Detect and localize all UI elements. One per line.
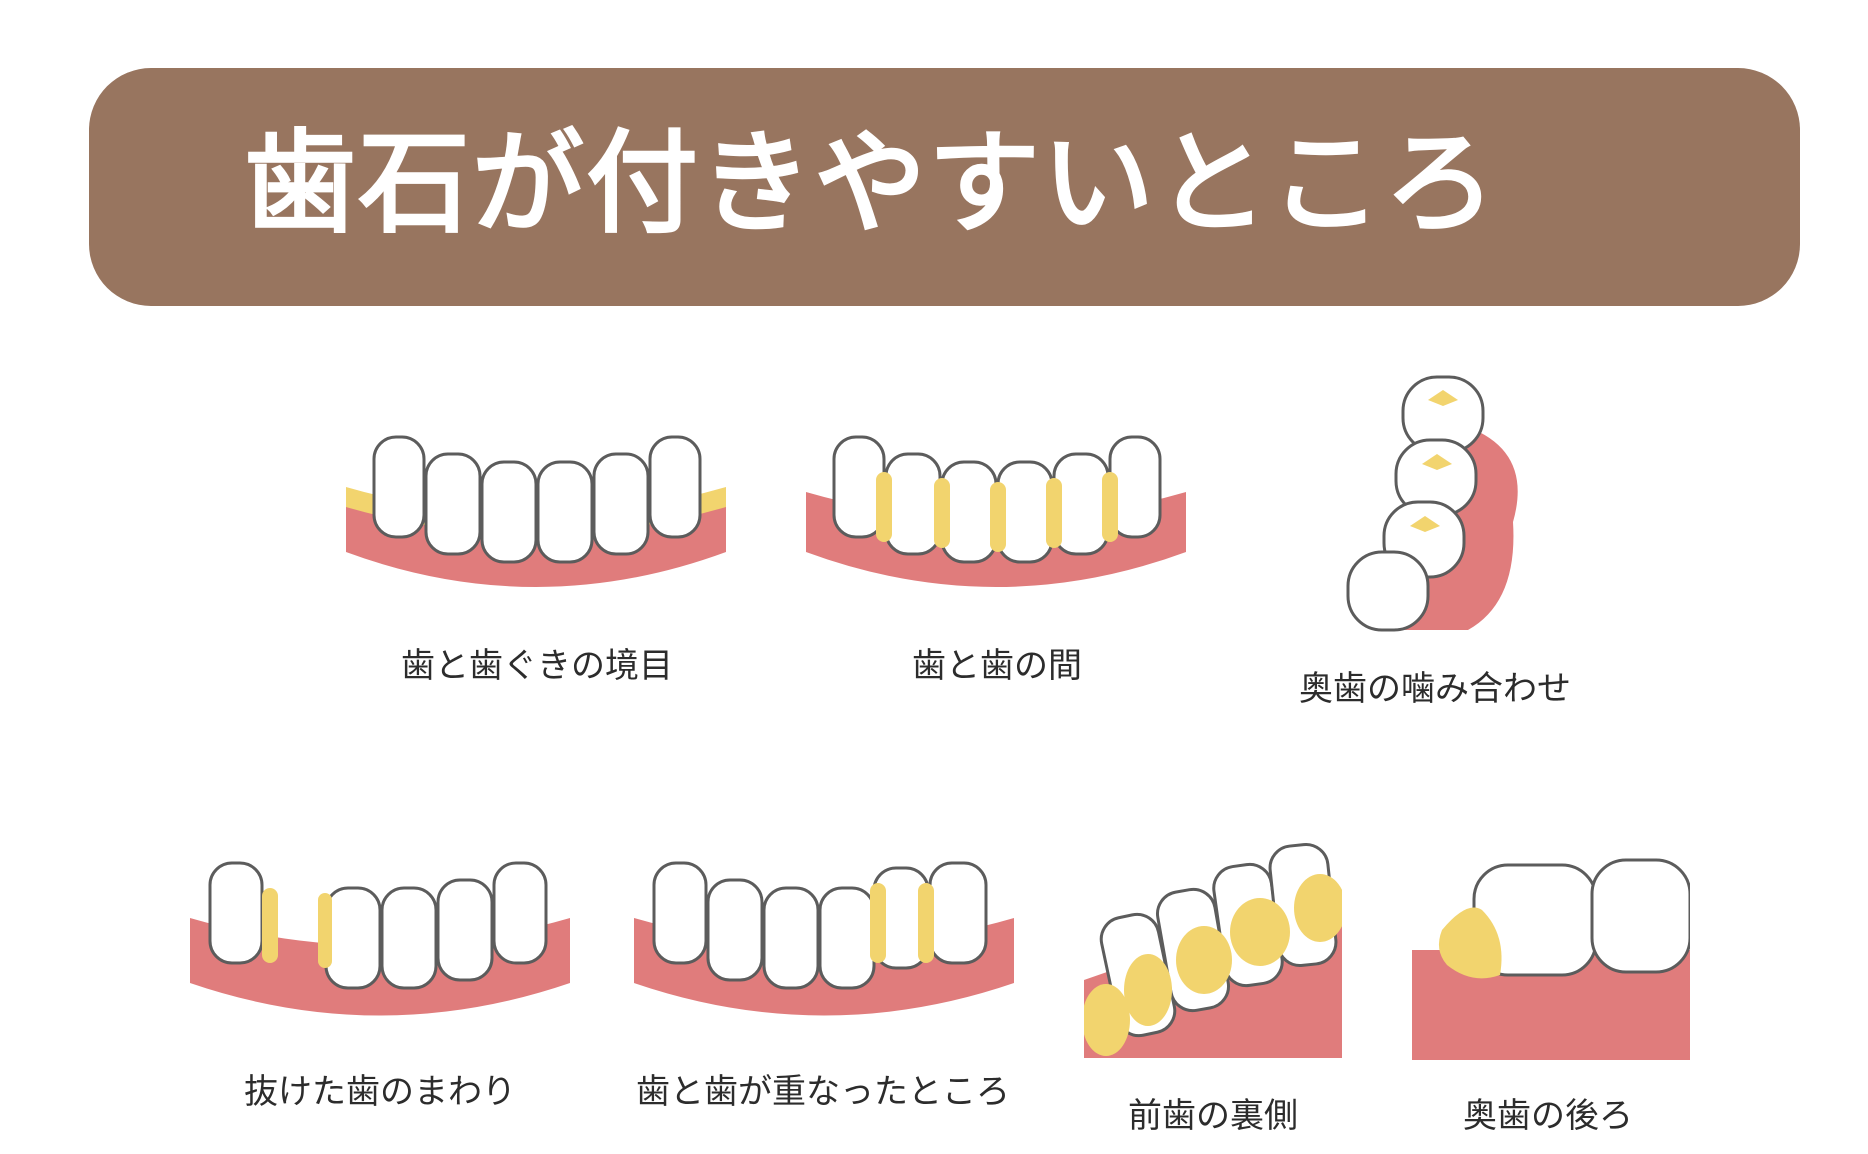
caption-molar-occlusal: 奥歯の噛み合わせ [1299, 669, 1571, 709]
overlapping-teeth-tartar-icon [634, 861, 1014, 1016]
caption-gumline: 歯と歯ぐきの境目 [401, 646, 673, 686]
molar-occlusal-tartar-icon [1346, 375, 1518, 632]
caption-front-teeth-back: 前歯の裏側 [1128, 1096, 1298, 1136]
missing-tooth-tartar-icon [190, 861, 570, 1016]
caption-back-molar: 奥歯の後ろ [1463, 1096, 1633, 1136]
back-molar-tartar-icon [1412, 858, 1690, 1060]
caption-missing-tooth: 抜けた歯のまわり [244, 1072, 516, 1112]
lower-teeth-gumline-tartar-icon [346, 435, 726, 587]
front-teeth-back-tartar-icon [1084, 842, 1342, 1058]
caption-overlapping-teeth: 歯と歯が重なったところ [636, 1072, 1010, 1112]
lower-teeth-interdental-tartar-icon [806, 435, 1186, 587]
title-banner: 歯石が付きやすいところ [89, 68, 1800, 306]
page-title: 歯石が付きやすいところ [244, 119, 1498, 249]
caption-interdental: 歯と歯の間 [912, 646, 1082, 686]
